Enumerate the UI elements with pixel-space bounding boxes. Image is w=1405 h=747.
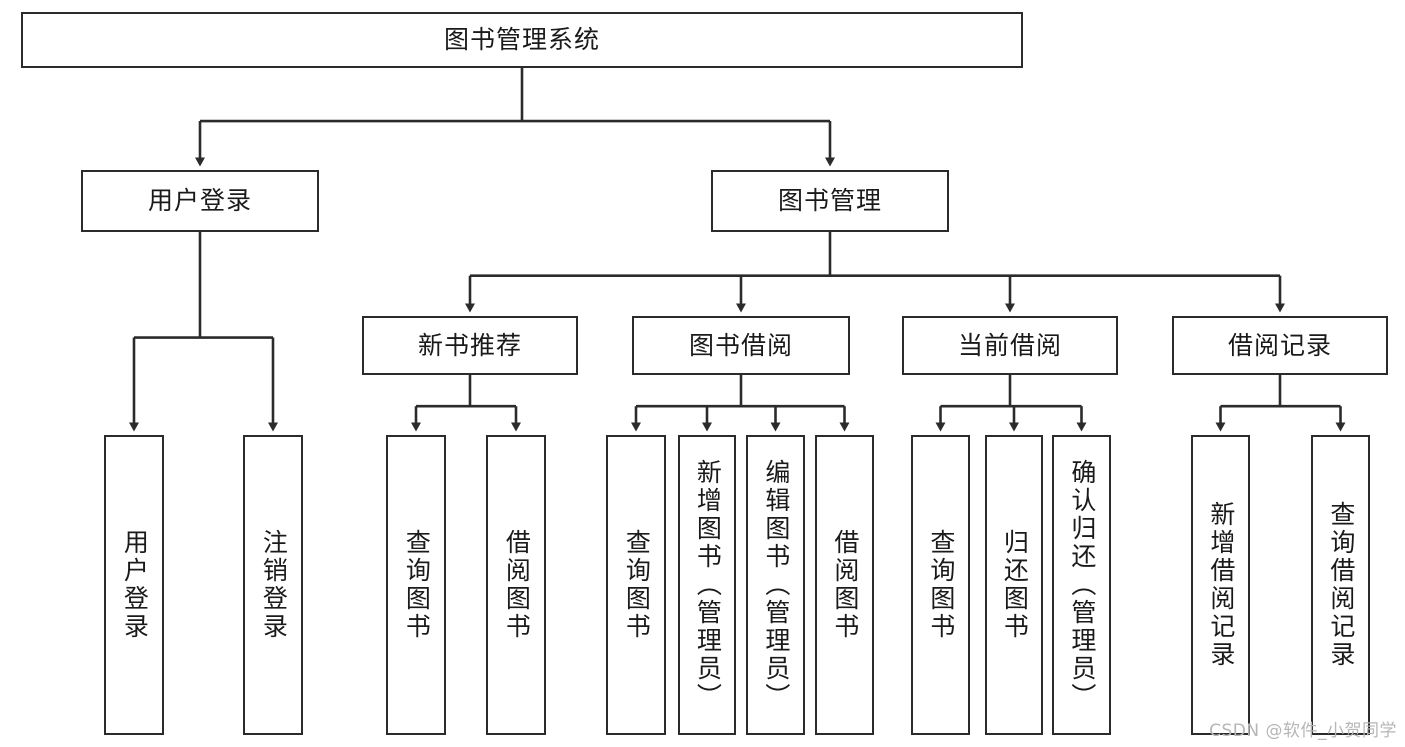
leaf-logout-label: 注销登录 [259, 529, 289, 641]
leaf-query-book-current[interactable]: 查询图书 [911, 435, 970, 735]
leaf-query-book-current-label: 查询图书 [926, 529, 956, 641]
node-current-borrowing[interactable]: 当前借阅 [902, 316, 1118, 375]
node-book-borrowing-label: 图书借阅 [688, 330, 793, 360]
node-user-login-label: 用户登录 [147, 186, 252, 215]
leaf-query-book-borrowing[interactable]: 查询图书 [606, 435, 666, 735]
node-new-book-recommendation[interactable]: 新书推荐 [362, 316, 578, 375]
leaf-confirm-return-label: 确认归还（管理员） [1067, 459, 1097, 711]
node-borrowing-record-label: 借阅记录 [1227, 330, 1332, 360]
leaf-borrow-book-label: 借阅图书 [830, 529, 860, 641]
leaf-add-book[interactable]: 新增图书（管理员） [678, 435, 736, 735]
leaf-user-login-label: 用户登录 [120, 529, 150, 641]
node-user-login[interactable]: 用户登录 [81, 170, 319, 232]
leaf-user-login[interactable]: 用户登录 [104, 435, 164, 735]
node-root-label: 图书管理系统 [443, 25, 600, 54]
leaf-borrow-book-recommendation-label: 借阅图书 [502, 529, 532, 641]
leaf-query-book-recommendation-label: 查询图书 [402, 529, 432, 641]
leaf-add-borrow-record-label: 新增借阅记录 [1206, 501, 1236, 669]
leaf-query-borrow-record[interactable]: 查询借阅记录 [1311, 435, 1370, 735]
node-book-management-label: 图书管理 [777, 186, 882, 215]
leaf-logout[interactable]: 注销登录 [243, 435, 303, 735]
node-borrowing-record[interactable]: 借阅记录 [1172, 316, 1388, 375]
leaf-query-borrow-record-label: 查询借阅记录 [1326, 501, 1356, 669]
leaf-query-book-borrowing-label: 查询图书 [622, 529, 652, 641]
leaf-edit-book[interactable]: 编辑图书（管理员） [746, 435, 805, 735]
leaf-add-book-label: 新增图书（管理员） [693, 459, 723, 711]
node-current-borrowing-label: 当前借阅 [957, 330, 1062, 360]
node-book-management[interactable]: 图书管理 [711, 170, 949, 232]
leaf-query-book-recommendation[interactable]: 查询图书 [386, 435, 446, 735]
leaf-add-borrow-record[interactable]: 新增借阅记录 [1191, 435, 1250, 735]
leaf-borrow-book[interactable]: 借阅图书 [815, 435, 874, 735]
watermark: CSDN @软件_小贺同学 [1209, 721, 1397, 741]
leaf-edit-book-label: 编辑图书（管理员） [761, 459, 791, 711]
leaf-confirm-return[interactable]: 确认归还（管理员） [1052, 435, 1111, 735]
leaf-return-book[interactable]: 归还图书 [985, 435, 1043, 735]
node-book-borrowing[interactable]: 图书借阅 [632, 316, 850, 375]
node-root[interactable]: 图书管理系统 [21, 12, 1023, 68]
node-new-book-recommendation-label: 新书推荐 [417, 330, 522, 360]
leaf-borrow-book-recommendation[interactable]: 借阅图书 [486, 435, 546, 735]
leaf-return-book-label: 归还图书 [1000, 529, 1030, 641]
